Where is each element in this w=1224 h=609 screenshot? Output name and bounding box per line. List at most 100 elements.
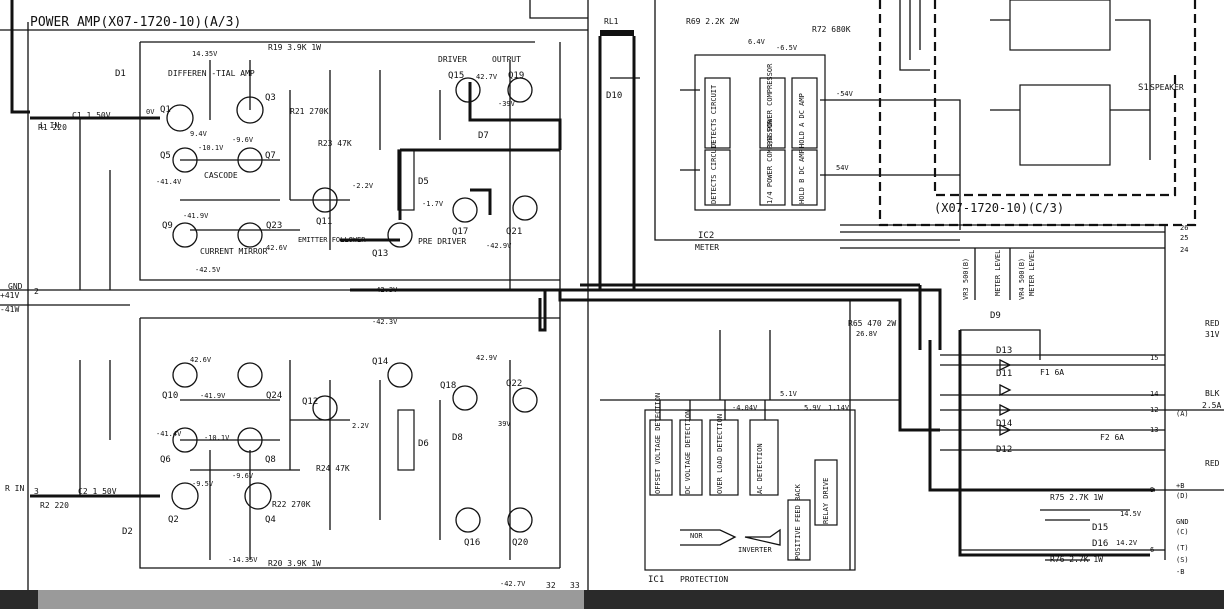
ic2-block-comp1 <box>759 77 786 149</box>
label-q9: Q9 <box>162 221 173 231</box>
label-q10: Q10 <box>162 391 178 401</box>
sheet-title: POWER AMP(X07-1720-10)(A/3) <box>30 15 241 30</box>
voltage-v27: -4.04V <box>732 404 758 412</box>
label-d10: D10 <box>606 91 622 101</box>
label-r20: R20 3.9K 1W <box>268 559 321 568</box>
ic1-block-ac <box>749 419 779 496</box>
voltage-v12: 42.6V <box>190 356 212 364</box>
d6-string <box>397 409 415 471</box>
voltage-v28: 5.1V <box>780 390 798 398</box>
voltage-v2: -14.35V <box>228 556 258 564</box>
label-d12: D12 <box>996 445 1012 455</box>
label-r75: R75 2.7K 1W <box>1050 493 1103 502</box>
terminal-13: 13 <box>1150 426 1158 434</box>
speaker-relay-b <box>1019 84 1111 166</box>
ic1-block-feedback <box>787 499 811 561</box>
block-current-mirror: CURRENT MIRROR <box>200 247 268 256</box>
voltage-v26: 54V <box>836 164 849 172</box>
label-q20: Q20 <box>512 538 528 548</box>
label-d5: D5 <box>418 177 429 187</box>
terminal-9: 9 <box>1150 486 1154 494</box>
d5-string <box>397 149 415 211</box>
meter-level-wiring <box>840 224 1166 560</box>
terminal-a-channel: (A) <box>1176 410 1189 418</box>
voltage-v14: -1.7V <box>422 200 444 208</box>
label-q2: Q2 <box>168 515 179 525</box>
label-r1: R1 220 <box>38 123 67 132</box>
label-d15: D15 <box>1092 523 1108 533</box>
label-r76: R76 2.7K 1W <box>1050 555 1103 564</box>
label-q18: Q18 <box>440 381 456 391</box>
label-d8: D8 <box>452 433 463 443</box>
voltage-v1: 14.35V <box>192 50 218 58</box>
voltage-v18: -42.7V <box>500 580 526 588</box>
voltage-v22: -42.3V <box>372 318 398 326</box>
label-q4: Q4 <box>265 515 276 525</box>
speaker-relay-a <box>1009 0 1111 51</box>
label-vr3: VR3 500(B) <box>962 258 970 300</box>
ic2-block-hold-b <box>791 149 818 206</box>
label-s1: S1 <box>1138 83 1149 93</box>
sheet-subtitle: (X07-1720-10)(C/3) <box>934 201 1064 215</box>
label-d13: D13 <box>996 346 1012 356</box>
label-r21: R21 270K <box>290 107 329 116</box>
label-q13: Q13 <box>372 249 388 259</box>
schematic-drawing: POWER AMP(X07-1720-10)(A/3) <box>0 0 1224 590</box>
label-q23: Q23 <box>266 221 282 231</box>
upper-verticals <box>79 60 511 290</box>
label-r24: R24 47K <box>316 464 350 473</box>
terminal-red2: RED <box>1205 459 1220 468</box>
voltage-v4: -10.1V <box>204 434 230 442</box>
ic1-block-overload <box>709 419 739 496</box>
ic1-block-offset <box>649 419 673 496</box>
ic1-overload: OVER LOAD DETECTION <box>716 414 724 494</box>
label-r19: R19 3.9K 1W <box>268 43 321 52</box>
terminal-2-5a: 2.5A <box>1202 401 1221 410</box>
speaker-wiring <box>899 0 1151 160</box>
voltage-v5: -9.6V <box>232 136 254 144</box>
ic1-inverter: INVERTER <box>738 546 773 554</box>
block-differential: DIFFEREN -TIAL AMP <box>168 69 255 78</box>
ic2-comp2: 1/4 POWER COMPRESSOR <box>766 119 774 204</box>
label-q22: Q22 <box>506 379 522 389</box>
ic2-block-hold-a <box>791 77 818 149</box>
ic2-block-detects1 <box>704 77 731 149</box>
label-d11: D11 <box>996 369 1012 379</box>
label-rl1: RL1 <box>604 17 619 26</box>
block-output: OUTPUT <box>492 55 521 64</box>
voltage-v34: -39V <box>498 100 516 108</box>
label-c2: C2 1 50V <box>78 487 117 496</box>
scan-bottom-bar-light <box>38 590 584 609</box>
power-bus-3 <box>580 283 922 350</box>
label-d9: D9 <box>990 311 1001 321</box>
terminal-12: 12 <box>1150 406 1158 414</box>
ic2-block-comp2 <box>759 149 786 206</box>
terminal-red1: RED <box>1205 319 1220 328</box>
sheet-frame <box>0 0 589 590</box>
block-pre-driver: PRE DRIVER <box>418 237 466 246</box>
upper-driver-bus <box>340 150 492 242</box>
label-r69: R69 2.2K 2W <box>686 17 739 26</box>
ic1-frame <box>644 409 856 571</box>
terminal-26: 26 <box>1180 224 1188 232</box>
ic1-feedback: POSITIVE FEED BACK <box>794 483 802 560</box>
cboard-outline <box>878 0 1197 227</box>
ic1-offset: OFFSET VOLTAGE DETECTION <box>654 393 662 494</box>
voltage-v15: -2.2V <box>352 182 374 190</box>
label-q12: Q12 <box>302 397 318 407</box>
label-d6: D6 <box>418 439 429 449</box>
terminal-31v: 31V <box>1205 330 1220 339</box>
voltage-v10: -41.9V <box>200 392 226 400</box>
node-33: 33 <box>570 581 580 590</box>
voltage-v37: 9.4V <box>190 130 208 138</box>
voltage-v9: -41.9V <box>183 212 209 220</box>
upper-horizontals <box>180 159 350 231</box>
terminal-d: (D) <box>1176 492 1189 500</box>
voltage-v38: -9.5V <box>192 480 214 488</box>
ic1-relay-drive: RELAY DRIVE <box>822 478 830 524</box>
label-r23: R23 47K <box>318 139 352 148</box>
transistor-symbols <box>166 77 538 533</box>
terminal-24: 24 <box>1180 246 1188 254</box>
label-r72: R72 680K <box>812 25 851 34</box>
ic2-detects2: DETECTS CIRCUIT <box>710 140 718 204</box>
